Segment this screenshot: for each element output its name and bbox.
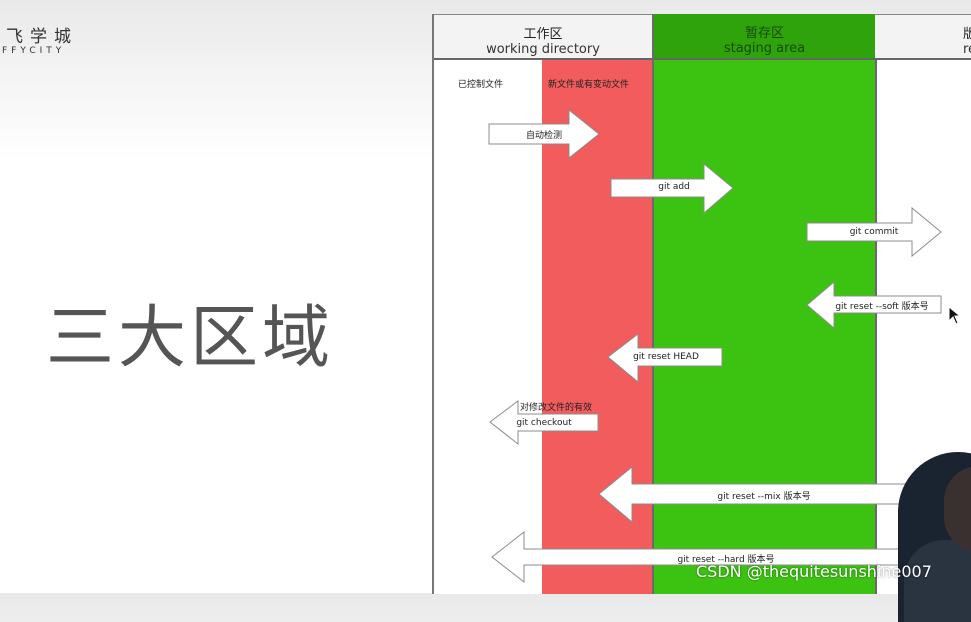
- reset-soft-arrow: [806, 280, 942, 330]
- modified-files-strip: [542, 60, 652, 594]
- arrows-layer: [488, 108, 971, 584]
- reset-soft-label: git reset --soft 版本号: [835, 302, 929, 312]
- auto-detect-arrow: [488, 108, 600, 160]
- git-commit-label: git commit: [849, 227, 899, 237]
- staging-area-header: 暂存区 staging area: [654, 14, 875, 60]
- checkout-arrow: [489, 400, 599, 446]
- csdn-watermark: CSDN @thequitesunshine007: [696, 562, 932, 581]
- checkout-label: git checkout: [516, 418, 572, 428]
- reset-head-label: git reset HEAD: [633, 352, 699, 362]
- git-areas-diagram: 工作区 working directory 暂存区 staging area 版…: [432, 14, 971, 594]
- new-or-modified-files-label: 新文件或有变动文件: [548, 80, 630, 90]
- mouse-cursor-icon: [948, 306, 962, 325]
- slide-title: 三大区域: [46, 299, 335, 378]
- presenter-webcam: [898, 452, 971, 622]
- repository-title-en: repo: [963, 42, 971, 57]
- working-directory-title-cn: 工作区: [523, 27, 563, 42]
- presenter-body: [904, 540, 971, 622]
- checkout-note: 对修改文件的有效: [520, 403, 593, 413]
- reset-head-arrow: [607, 332, 723, 384]
- git-add-arrow: [610, 162, 734, 215]
- logo-english: FFYCITY: [2, 46, 66, 56]
- tracked-files-label: 已控制文件: [458, 80, 504, 90]
- repository-column: 版 repo: [875, 14, 971, 594]
- working-directory-title-en: working directory: [486, 42, 600, 57]
- working-directory-column: 工作区 working directory: [434, 14, 652, 594]
- auto-detect-label: 自动检测: [525, 131, 563, 141]
- logo-chinese: 飞学城: [6, 27, 78, 47]
- git-add-label: git add: [658, 182, 690, 192]
- reset-mix-label: git reset --mix 版本号: [717, 492, 811, 502]
- staging-area-title-cn: 暂存区: [744, 26, 784, 41]
- repository-header: 版 repo: [875, 14, 971, 60]
- reset-hard-label: git reset --hard 版本号: [677, 555, 775, 565]
- staging-area-title-en: staging area: [723, 41, 806, 56]
- repository-title-cn: 版: [963, 27, 971, 42]
- git-commit-arrow: [806, 206, 942, 258]
- working-directory-header: 工作区 working directory: [434, 14, 652, 60]
